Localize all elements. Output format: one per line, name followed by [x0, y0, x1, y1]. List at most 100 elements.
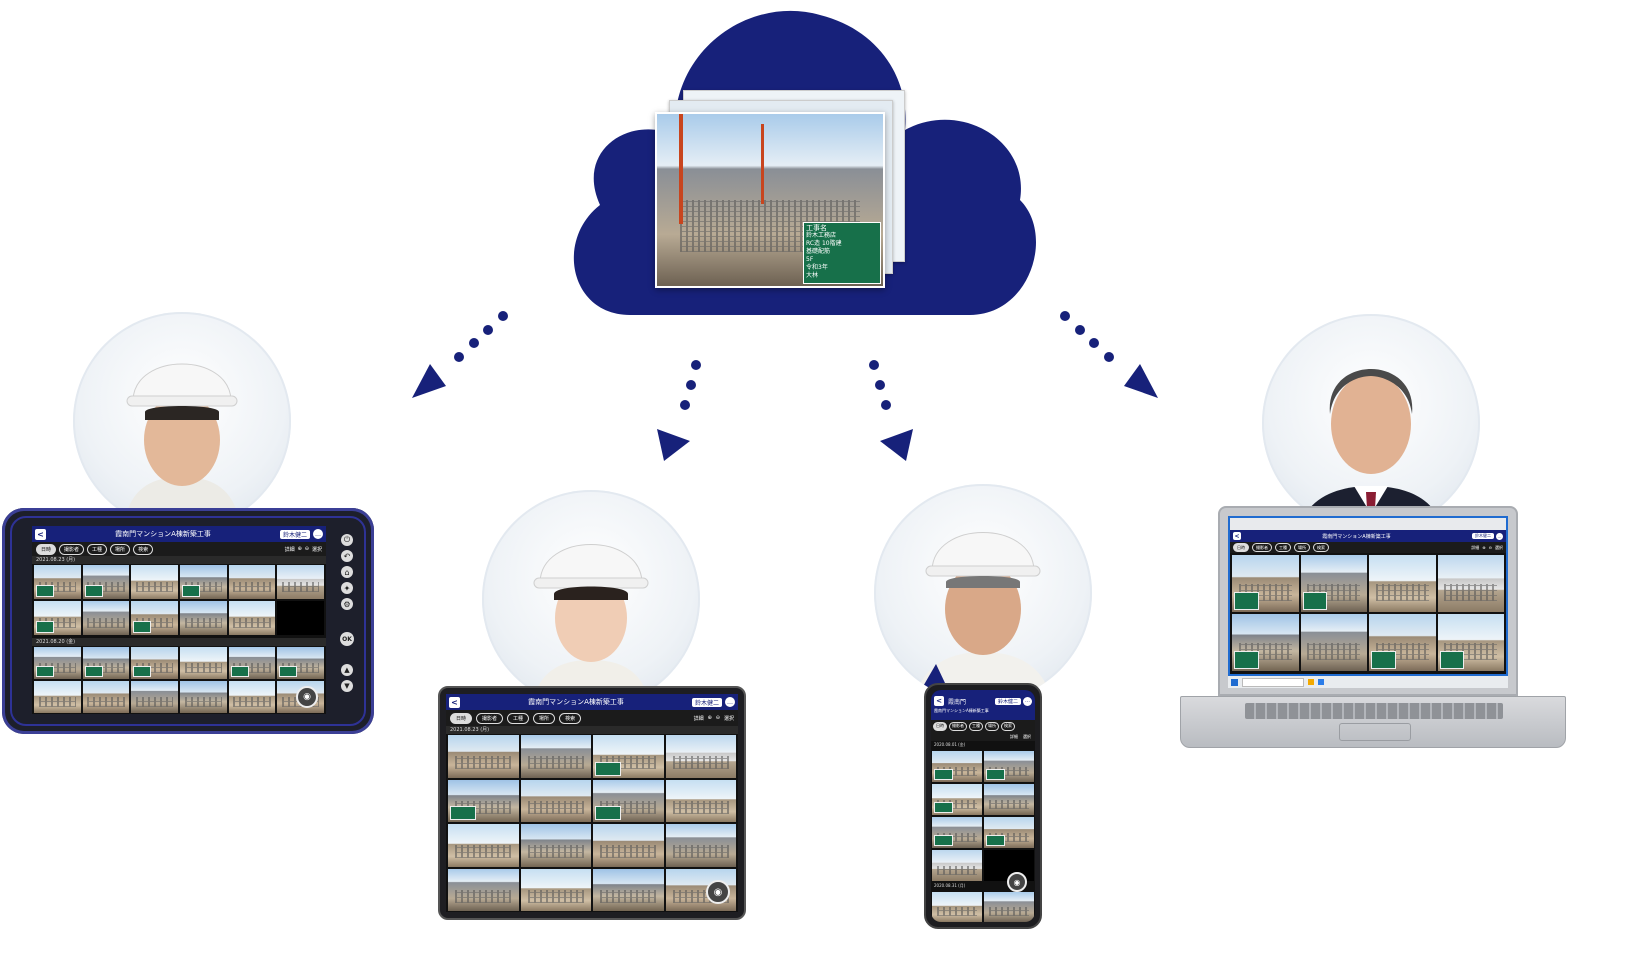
zoom-in-icon[interactable]: ⊕	[707, 715, 712, 721]
filter-chip-photographer[interactable]: 撮影者	[476, 712, 504, 724]
filter-chip-location[interactable]: 場所	[533, 712, 556, 724]
photo-thumbnail[interactable]	[82, 681, 130, 713]
filter-chip-work-type[interactable]: 工種	[87, 543, 108, 555]
photo-thumbnail[interactable]	[448, 779, 519, 822]
photo-thumbnail[interactable]	[984, 817, 1034, 848]
photo-thumbnail[interactable]	[131, 647, 178, 679]
photo-thumbnail[interactable]	[520, 779, 591, 822]
taskbar-app-icon[interactable]	[1318, 679, 1324, 685]
filter-chip-search[interactable]: 検索	[559, 712, 582, 724]
photo-thumbnail[interactable]	[180, 647, 227, 679]
photo-thumbnail[interactable]	[277, 647, 324, 679]
photo-thumbnail[interactable]	[520, 868, 591, 911]
up-icon[interactable]: ▲	[341, 664, 353, 676]
photo-thumbnail[interactable]	[932, 751, 982, 782]
photo-thumbnail[interactable]	[932, 892, 982, 922]
photo-thumbnail[interactable]	[448, 824, 519, 867]
photo-thumbnail[interactable]	[665, 735, 736, 778]
camera-button[interactable]: ◉	[1007, 872, 1027, 892]
photo-thumbnail[interactable]	[932, 784, 982, 815]
photo-thumbnail[interactable]	[932, 817, 982, 848]
photo-thumbnail[interactable]	[593, 779, 664, 822]
photo-thumbnail[interactable]	[131, 601, 178, 635]
ok-button[interactable]: OK	[340, 632, 354, 646]
detail-toggle[interactable]: 詳細	[284, 546, 295, 553]
zoom-out-icon[interactable]: ⊖	[715, 715, 720, 721]
back-button[interactable]: <	[934, 696, 944, 706]
filter-chip-photographer[interactable]: 撮影者	[1252, 543, 1272, 552]
photo-thumbnail[interactable]	[1437, 555, 1504, 612]
photo-thumbnail[interactable]	[448, 868, 519, 911]
down-icon[interactable]: ▼	[341, 680, 353, 692]
photo-thumbnail[interactable]	[82, 565, 130, 599]
photo-thumbnail[interactable]	[180, 681, 227, 713]
gear-icon[interactable]: ⚙	[341, 598, 353, 610]
chat-icon[interactable]: …	[1023, 696, 1032, 706]
filter-chip-work-type[interactable]: 工種	[1275, 543, 1291, 552]
photo-thumbnail[interactable]	[34, 647, 81, 679]
filter-chip-location[interactable]: 場所	[110, 543, 131, 555]
chat-icon[interactable]: …	[725, 697, 735, 707]
photo-thumbnail[interactable]	[228, 681, 276, 713]
photo-thumbnail[interactable]	[448, 735, 519, 778]
user-name-badge[interactable]: 鈴木健二	[691, 697, 722, 707]
photo-thumbnail[interactable]	[82, 647, 130, 679]
photo-thumbnail[interactable]	[34, 565, 81, 599]
zoom-out-icon[interactable]: ⊖	[304, 546, 309, 552]
filter-chip-work-type[interactable]: 工種	[507, 712, 530, 724]
photo-thumbnail[interactable]	[1232, 614, 1299, 671]
photo-thumbnail[interactable]	[520, 824, 591, 867]
photo-thumbnail[interactable]	[228, 647, 276, 679]
photo-thumbnail[interactable]	[82, 601, 130, 635]
photo-thumbnail[interactable]	[34, 681, 81, 713]
photo-thumbnail[interactable]	[34, 601, 81, 635]
photo-thumbnail[interactable]	[593, 735, 664, 778]
photo-thumbnail[interactable]	[984, 784, 1034, 815]
camera-button[interactable]: ◉	[706, 880, 730, 904]
photo-thumbnail[interactable]	[1437, 614, 1504, 671]
back-button[interactable]: <	[449, 696, 460, 708]
start-icon[interactable]	[1231, 678, 1238, 686]
photo-thumbnail[interactable]	[277, 565, 324, 599]
select-toggle[interactable]: 選択	[311, 546, 322, 553]
filter-chip-photographer[interactable]: 撮影者	[59, 543, 85, 555]
detail-toggle[interactable]: 詳細	[693, 715, 704, 722]
photo-thumbnail[interactable]	[180, 565, 227, 599]
photo-thumbnail[interactable]	[1369, 614, 1436, 671]
filter-chip-work-type[interactable]: 工種	[969, 721, 983, 731]
chat-icon[interactable]: …	[313, 529, 323, 539]
filter-chip-datetime[interactable]: 日時	[1233, 543, 1249, 552]
photo-thumbnail[interactable]	[520, 735, 591, 778]
filter-chip-search[interactable]: 検索	[1313, 543, 1329, 552]
select-toggle[interactable]: 選択	[723, 715, 734, 722]
zoom-out-icon[interactable]: ⊖	[1488, 545, 1492, 550]
photo-thumbnail[interactable]	[665, 824, 736, 867]
back-button[interactable]: <	[1233, 532, 1241, 540]
chat-icon[interactable]: …	[1496, 532, 1503, 540]
camera-button[interactable]: ◉	[296, 686, 318, 708]
user-name-badge[interactable]: 鈴木健二	[994, 697, 1021, 705]
zoom-in-icon[interactable]: ⊕	[297, 546, 302, 552]
filter-chip-datetime[interactable]: 日時	[933, 721, 947, 731]
detail-toggle[interactable]: 詳細	[1471, 544, 1480, 550]
photo-thumbnail[interactable]	[665, 779, 736, 822]
photo-thumbnail[interactable]	[180, 601, 227, 635]
photo-thumbnail[interactable]	[593, 824, 664, 867]
detail-toggle[interactable]: 詳細	[1010, 733, 1018, 739]
user-name-badge[interactable]: 鈴木健二	[279, 529, 310, 539]
zoom-in-icon[interactable]: ⊕	[1482, 545, 1486, 550]
filter-chip-datetime[interactable]: 日時	[450, 712, 473, 724]
filter-chip-location[interactable]: 場所	[1294, 543, 1310, 552]
filter-chip-search[interactable]: 検索	[1001, 721, 1015, 731]
filter-chip-datetime[interactable]: 日時	[36, 543, 57, 555]
back-button[interactable]: <	[35, 528, 46, 540]
taskbar-search-field[interactable]	[1242, 677, 1304, 687]
select-toggle[interactable]: 選択	[1495, 544, 1503, 550]
taskbar-app-icon[interactable]	[1308, 679, 1314, 685]
photo-thumbnail[interactable]	[984, 892, 1034, 922]
photo-thumbnail[interactable]	[593, 868, 664, 911]
photo-thumbnail[interactable]	[932, 850, 982, 881]
photo-thumbnail[interactable]	[131, 565, 178, 599]
photo-thumbnail[interactable]	[984, 751, 1034, 782]
undo-icon[interactable]: ↶	[341, 550, 353, 562]
